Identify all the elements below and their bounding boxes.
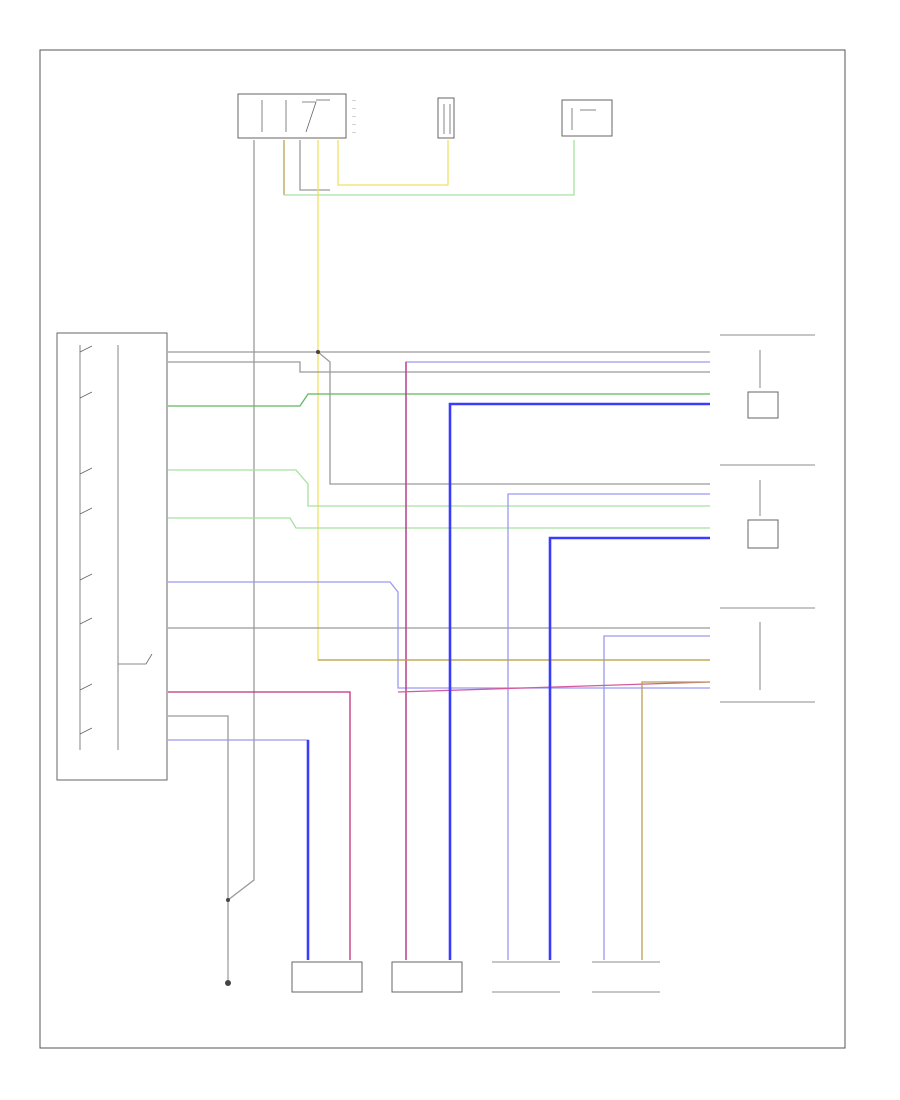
- wire-light-green-1: [168, 469, 710, 507]
- wire-light-blue-3: [405, 361, 710, 960]
- wire-blue-1: [448, 402, 710, 960]
- svg-text:—: —: [352, 114, 356, 119]
- wire-light-blue-5: [603, 635, 710, 960]
- wire-light-blue-4: [507, 493, 710, 960]
- wire-light-green-2: [168, 517, 710, 529]
- right-rear-motor-bottom: [592, 961, 660, 993]
- master-switch: [56, 332, 168, 781]
- wire-gray-main: [227, 140, 255, 960]
- top-connector-mid: [437, 97, 455, 139]
- wire-gray-5: [168, 715, 229, 900]
- wire-light-blue-1: [168, 581, 710, 689]
- wire-light-green-top: [284, 140, 575, 196]
- left-rear-motor-bottom: [391, 961, 463, 993]
- right-front-motor-bottom: [492, 961, 560, 993]
- left-front-motor: [291, 961, 363, 993]
- left-rear-motor: [720, 334, 815, 466]
- right-rear-motor: [720, 480, 815, 609]
- diagram-frame: [39, 49, 846, 1049]
- wire-gray-2: [168, 361, 710, 373]
- wire-gray-3: [317, 351, 710, 485]
- wire-green-1: [168, 393, 710, 407]
- top-fuse-box: — — — — —: [237, 93, 356, 139]
- wire-yellow-top: [337, 140, 449, 186]
- wire-olive-2: [641, 681, 710, 960]
- wire-light-blue-2: [168, 739, 309, 960]
- wire-gray-top-2: [299, 140, 330, 191]
- top-connector-right: [561, 99, 613, 137]
- wire-pink-1: [397, 681, 711, 693]
- svg-text:—: —: [352, 98, 356, 103]
- wire-magenta-1: [168, 691, 351, 960]
- splice-points: [226, 350, 320, 902]
- right-front-motor: [720, 622, 815, 703]
- ground-symbol: [225, 960, 231, 986]
- svg-text:—: —: [352, 106, 356, 111]
- wire-blue-2: [548, 536, 710, 960]
- svg-text:—: —: [352, 130, 356, 135]
- wires: [168, 140, 711, 960]
- svg-text:—: —: [352, 122, 356, 127]
